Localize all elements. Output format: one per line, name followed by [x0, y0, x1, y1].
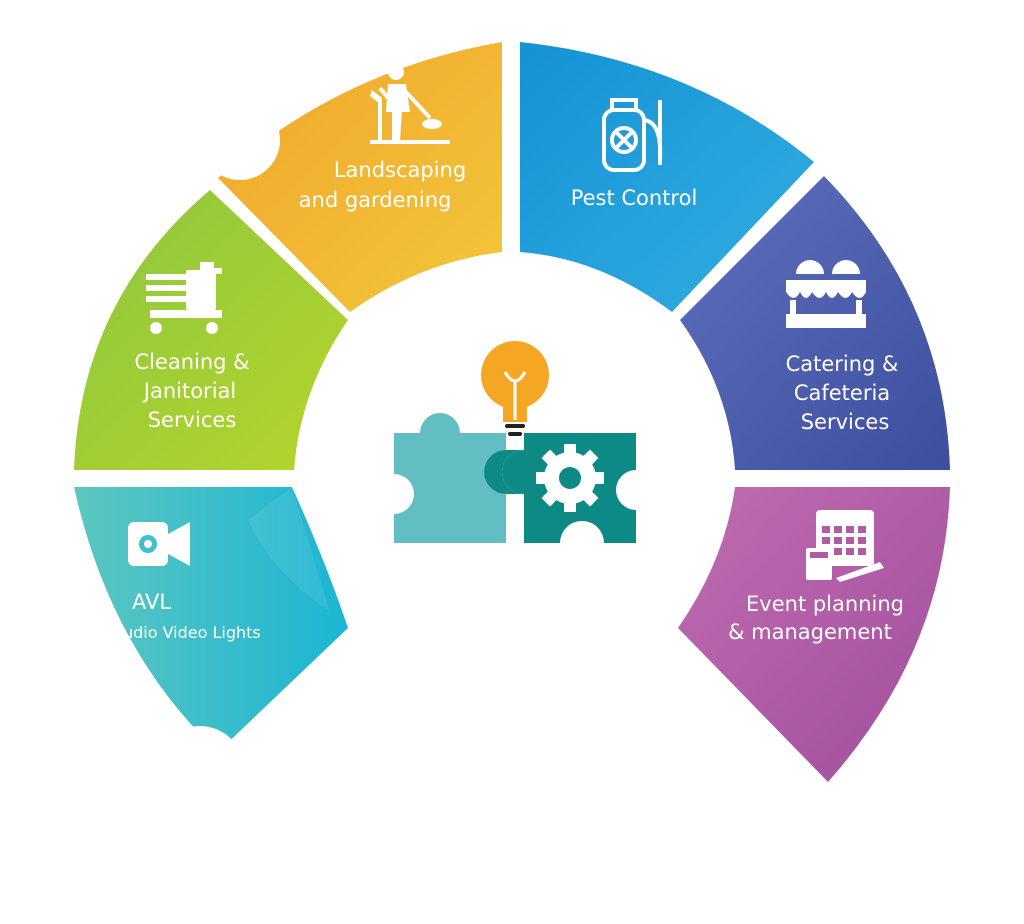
label-event-line-1: & management [728, 620, 892, 644]
label-catering-line-0: Catering & [786, 352, 899, 376]
segment-label-landscaping: Landscaping and gardening [299, 158, 467, 212]
label-cleaning-line-1: Janitorial [142, 379, 236, 403]
cleaning-cart-icon [146, 262, 222, 334]
label-cleaning-line-0: Cleaning & [134, 350, 249, 374]
label-avl-line-0: AVL [132, 590, 171, 614]
segment-label-event: Event planning & management [728, 592, 904, 644]
gear-icon [536, 444, 604, 512]
label-cleaning-line-2: Services [148, 408, 237, 432]
video-camera-icon [128, 522, 190, 566]
catering-stall-icon [786, 260, 866, 328]
puzzle-piece-left [394, 413, 506, 543]
gardener-mower-icon [370, 62, 450, 144]
lightbulb-icon [481, 341, 549, 436]
segment-label-avl: AVL Audio Video Lights [112, 590, 261, 642]
label-catering-line-1: Cafeteria [794, 381, 890, 405]
puzzle-lightbulb-gear-icon [394, 341, 636, 543]
label-event-line-0: Event planning [746, 592, 904, 616]
label-catering-line-2: Services [801, 410, 890, 434]
segment-label-catering: Catering & Cafeteria Services [786, 352, 899, 434]
label-landscaping-line-1: and gardening [299, 188, 452, 212]
label-pest-line-0: Pest Control [571, 186, 698, 210]
segment-label-cleaning: Cleaning & Janitorial Services [134, 350, 249, 432]
segment-pest [520, 42, 814, 312]
pest-sprayer-icon [602, 98, 663, 172]
segment-event [678, 487, 950, 782]
label-landscaping-line-0: Landscaping [334, 158, 466, 182]
cloud-top-left [26, 16, 280, 192]
segment-landscaping [218, 42, 502, 312]
calendar-planner-icon [806, 510, 884, 582]
label-avl-sub: Audio Video Lights [112, 623, 261, 642]
cloud-bottom-left [20, 693, 247, 867]
segment-label-pest: Pest Control [571, 186, 698, 210]
